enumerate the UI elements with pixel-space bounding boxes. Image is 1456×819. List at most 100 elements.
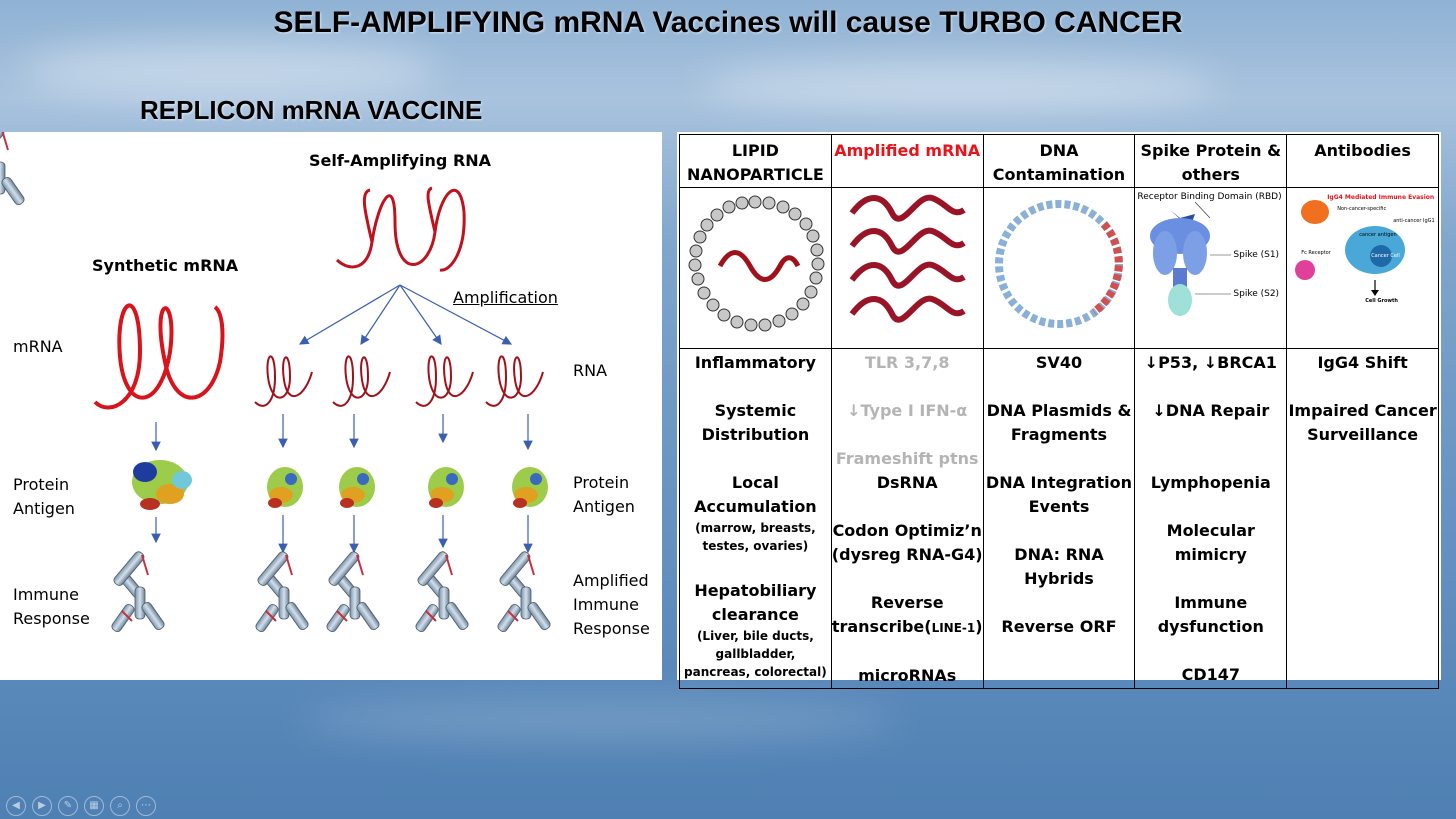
header-line: DNA bbox=[984, 139, 1135, 163]
effect-item: DNA Integration bbox=[984, 471, 1135, 495]
protein-structures-amplified bbox=[267, 467, 548, 508]
effect-item: Lymphopenia bbox=[1135, 471, 1286, 495]
effect-item: Reverse bbox=[832, 591, 983, 615]
antibody-structure bbox=[0, 132, 26, 208]
effect-item: Hepatobiliary bbox=[680, 579, 831, 603]
effect-item: Events bbox=[984, 495, 1135, 519]
previous-slide-icon[interactable]: ◀ bbox=[6, 796, 26, 816]
effect-note: pancreas, colorectal) bbox=[680, 663, 831, 681]
effect-item: microRNAs bbox=[832, 664, 983, 688]
pen-icon[interactable]: ✎ bbox=[58, 796, 78, 816]
effect-item: transcribe(LINE-1) bbox=[832, 615, 983, 640]
effect-item: DNA: RNA bbox=[984, 543, 1135, 567]
background-cloud bbox=[300, 700, 900, 740]
replicon-diagram-graphics bbox=[0, 132, 662, 680]
antibodies-effects: IgG4 Shift Impaired Cancer Surveillance bbox=[1287, 349, 1439, 689]
cancer-cell-caption: Cancer Cell bbox=[1371, 253, 1400, 259]
effect-text: transcribe( bbox=[832, 617, 932, 636]
slide-subtitle: REPLICON mRNA VACCINE bbox=[140, 95, 482, 126]
noncancer-caption: Non-cancer-specific bbox=[1337, 206, 1386, 212]
effect-item: TLR 3,7,8 bbox=[832, 351, 983, 375]
amplified-mrna-image bbox=[831, 188, 983, 349]
header-dna-contamination: DNAContamination bbox=[983, 135, 1135, 188]
igg4-title-caption: IgG4 Mediated Immune Evasion bbox=[1327, 194, 1434, 201]
lipid-nanoparticle-effects: Inflammatory Systemic Distribution Local… bbox=[680, 349, 832, 689]
replicon-diagram-panel: Self-Amplifying RNA Synthetic mRNA Ampli… bbox=[0, 132, 662, 680]
effect-item: Molecular bbox=[1135, 519, 1286, 543]
header-line: Spike Protein & bbox=[1135, 139, 1286, 163]
mechanisms-table: LIPIDNANOPARTICLE Amplified mRNA DNACont… bbox=[679, 134, 1439, 689]
cancer-antigen-caption: cancer antigen bbox=[1359, 232, 1396, 238]
slide-title: SELF-AMPLIFYING mRNA Vaccines will cause… bbox=[0, 6, 1456, 40]
effect-item: Hybrids bbox=[984, 567, 1135, 591]
header-line: NANOPARTICLE bbox=[680, 163, 831, 187]
effect-item: Accumulation bbox=[680, 495, 831, 519]
effect-item: Immune bbox=[1135, 591, 1286, 615]
effect-item: ↓DNA Repair bbox=[1135, 399, 1286, 423]
protein-structure-large bbox=[132, 460, 192, 510]
igg4-figure: IgG4 Mediated Immune Evasion Non-cancer-… bbox=[1287, 188, 1437, 341]
effect-item: Systemic bbox=[680, 399, 831, 423]
effect-item: clearance bbox=[680, 603, 831, 627]
effect-note: (marrow, breasts, bbox=[680, 519, 831, 537]
effect-note: (Liver, bile ducts, bbox=[680, 627, 831, 645]
header-line: LIPID bbox=[680, 139, 831, 163]
spike-protein-figure: Receptor Binding Domain (RBD) Spike (S1)… bbox=[1135, 188, 1285, 341]
header-line: Amplified mRNA bbox=[832, 139, 983, 163]
amplification-arrows bbox=[300, 285, 511, 344]
anti-cancer-caption: anti-cancer IgG1 bbox=[1393, 218, 1435, 224]
lipid-nanoparticle-illustration bbox=[680, 188, 830, 341]
antibodies-image: IgG4 Mediated Immune Evasion Non-cancer-… bbox=[1287, 188, 1439, 349]
effect-text: ) bbox=[975, 617, 982, 636]
amplified-mrna-effects: TLR 3,7,8 ↓Type I IFN-α Frameshift ptns … bbox=[831, 349, 983, 689]
effect-item: SV40 bbox=[984, 351, 1135, 375]
spike-protein-effects: ↓P53, ↓BRCA1 ↓DNA Repair Lymphopenia Mol… bbox=[1135, 349, 1287, 689]
effect-item: Frameshift ptns bbox=[832, 447, 983, 471]
cell-growth-caption: Cell Growth bbox=[1365, 298, 1398, 304]
effect-item: ↓Type I IFN-α bbox=[832, 399, 983, 423]
effect-item: Reverse ORF bbox=[984, 615, 1135, 639]
header-line: Antibodies bbox=[1287, 139, 1438, 163]
header-line: others bbox=[1135, 163, 1286, 187]
effect-note: testes, ovaries) bbox=[680, 537, 831, 555]
more-options-icon[interactable]: ⋯ bbox=[136, 796, 156, 816]
effect-text-small: LINE-1 bbox=[932, 621, 976, 635]
slideshow-controls: ◀ ▶ ✎ ▦ ⌕ ⋯ bbox=[6, 796, 156, 816]
effect-item: ↓P53, ↓BRCA1 bbox=[1135, 351, 1286, 375]
dna-plasmid-illustration bbox=[984, 188, 1134, 341]
next-slide-icon[interactable]: ▶ bbox=[32, 796, 52, 816]
effect-item: mimicry bbox=[1135, 543, 1286, 567]
dna-contamination-image bbox=[983, 188, 1135, 349]
effect-item: dysfunction bbox=[1135, 615, 1286, 639]
header-antibodies: Antibodies bbox=[1287, 135, 1439, 188]
lipid-nanoparticle-image bbox=[680, 188, 832, 349]
amplified-mrna-waves bbox=[832, 188, 982, 341]
header-line: Contamination bbox=[984, 163, 1135, 187]
effect-item: Inflammatory bbox=[680, 351, 831, 375]
effect-item: DNA Plasmids & bbox=[984, 399, 1135, 423]
header-spike-protein: Spike Protein &others bbox=[1135, 135, 1287, 188]
effect-item: (dysreg RNA-G4) bbox=[832, 543, 983, 567]
effect-item: Impaired Cancer bbox=[1287, 399, 1438, 423]
slides-grid-icon[interactable]: ▦ bbox=[84, 796, 104, 816]
effect-item: Distribution bbox=[680, 423, 831, 447]
spike-protein-image: Receptor Binding Domain (RBD) Spike (S1)… bbox=[1135, 188, 1287, 349]
effect-item: IgG4 Shift bbox=[1287, 351, 1438, 375]
self-amplifying-rna-coil bbox=[337, 190, 464, 270]
fc-receptor-caption: Fc Receptor bbox=[1301, 250, 1331, 256]
background-cloud bbox=[700, 60, 1220, 110]
background-cloud bbox=[20, 40, 440, 100]
dna-contamination-effects: SV40 DNA Plasmids & Fragments DNA Integr… bbox=[983, 349, 1135, 689]
synthetic-mrna-coil bbox=[95, 305, 222, 407]
effect-item: CD147 bbox=[1135, 663, 1286, 687]
amplified-rna-coils bbox=[255, 356, 543, 405]
spike-protein-illustration bbox=[1135, 188, 1285, 341]
effect-item: Local bbox=[680, 471, 831, 495]
zoom-icon[interactable]: ⌕ bbox=[110, 796, 130, 816]
effect-note: gallbladder, bbox=[680, 645, 831, 663]
effect-item: Codon Optimiz’n bbox=[832, 519, 983, 543]
effect-item: Fragments bbox=[984, 423, 1135, 447]
header-amplified-mrna: Amplified mRNA bbox=[831, 135, 983, 188]
